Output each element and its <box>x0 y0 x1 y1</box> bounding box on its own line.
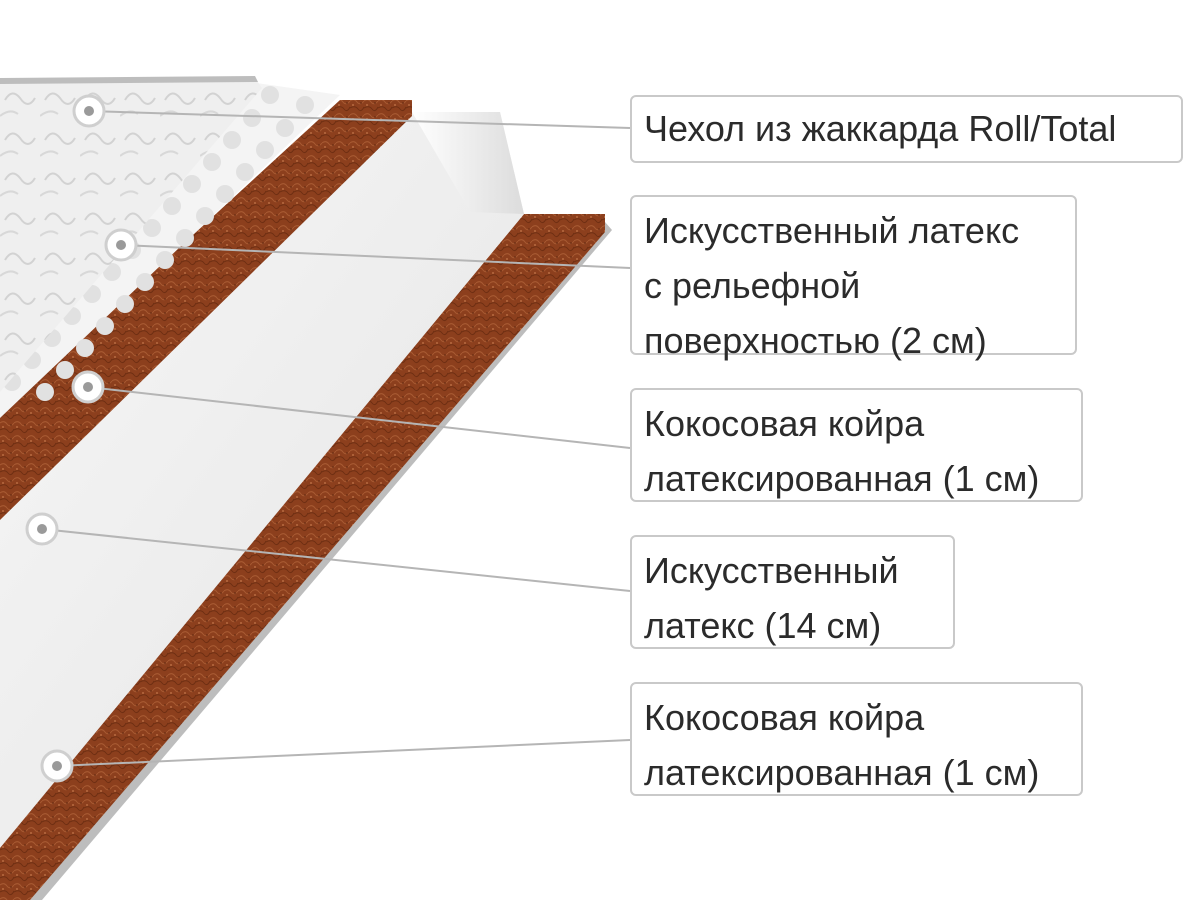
label-text: Кокосовая койра <box>644 697 925 738</box>
label-text: латексированная (1 см) <box>644 752 1040 793</box>
label-text: с рельефной <box>644 265 861 306</box>
marker-dot-5 <box>40 749 74 783</box>
label-jacquard-cover: Чехол из жаккарда Roll/Total <box>630 95 1183 163</box>
leader-line-2 <box>120 244 631 269</box>
marker-dot-2 <box>104 228 138 262</box>
label-coir-bottom: Кокосовая койра латексированная (1 см) <box>630 682 1083 796</box>
label-text: Кокосовая койра <box>644 403 925 444</box>
coir-layer-top <box>0 100 412 520</box>
latex-core-side <box>412 112 524 214</box>
marker-dot-3 <box>71 370 105 404</box>
relief-bumps <box>3 86 314 401</box>
marker-dot-1 <box>72 94 106 128</box>
label-latex-core: Искусственный латекс (14 см) <box>630 535 955 649</box>
leader-line-1 <box>88 110 631 129</box>
label-coir-top: Кокосовая койра латексированная (1 см) <box>630 388 1083 502</box>
label-text: латекс (14 см) <box>644 605 882 646</box>
label-text: латексированная (1 см) <box>644 458 1040 499</box>
jacquard-cover-edge <box>0 76 258 84</box>
latex-core <box>0 112 524 848</box>
label-text: Искусственный латекс <box>644 210 1020 251</box>
leader-line-4 <box>41 528 631 592</box>
leader-line-3 <box>87 386 631 449</box>
marker-dot-4 <box>25 512 59 546</box>
leader-line-5 <box>56 739 631 767</box>
label-text: Искусственный <box>644 550 899 591</box>
label-relief-latex: Искусственный латекс с рельефной поверхн… <box>630 195 1077 361</box>
label-text: Чехол из жаккарда Roll/Total <box>644 108 1117 149</box>
label-text: поверхностью (2 см) <box>644 320 987 361</box>
relief-latex-layer <box>0 82 340 418</box>
